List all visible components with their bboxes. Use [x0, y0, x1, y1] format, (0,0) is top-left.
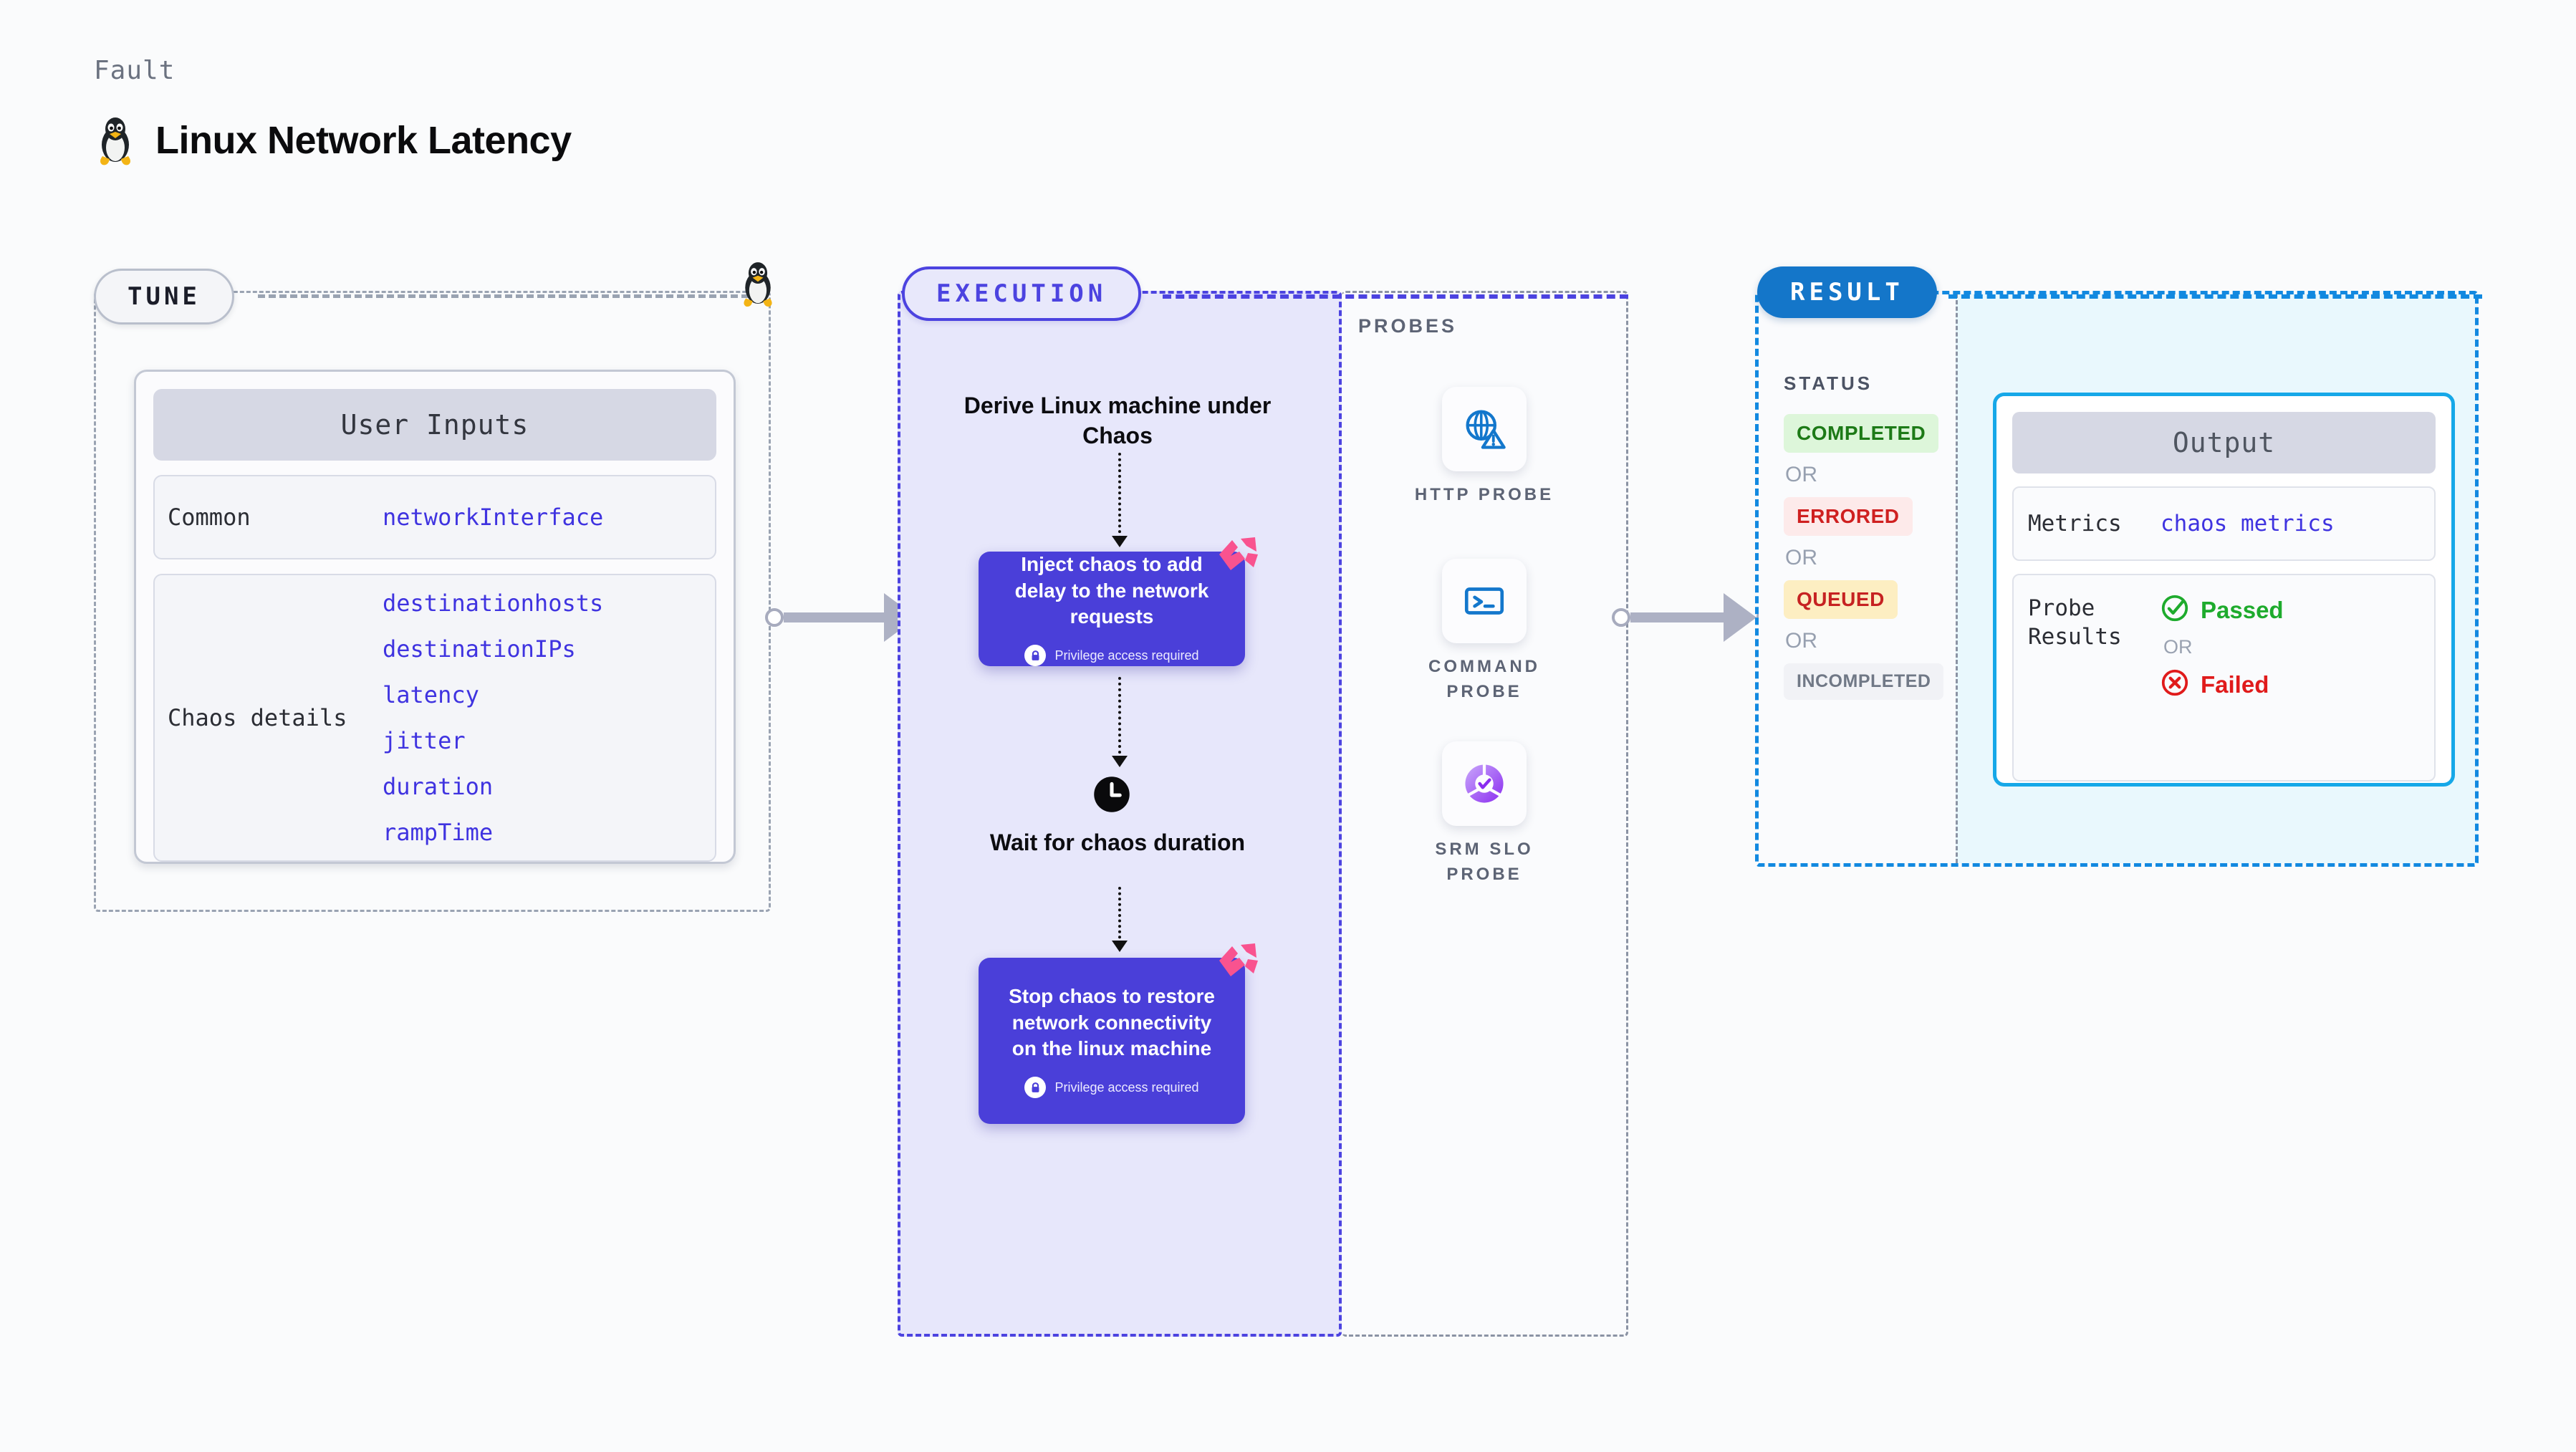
- step-label: Inject chaos to add delay to the network…: [1014, 552, 1209, 628]
- status-or-separator: OR: [1785, 629, 1817, 653]
- passed-text: Passed: [2201, 596, 2284, 623]
- output-row-metrics: Metrics chaos metrics: [2012, 486, 2436, 561]
- probe-result-passed: Passed: [2161, 594, 2284, 626]
- privilege-text: Privilege access required: [1054, 648, 1199, 663]
- probe-label: HTTP PROBE: [1414, 485, 1554, 504]
- connector-bar: [1630, 612, 1724, 622]
- privilege-badge: Privilege access required: [1024, 1077, 1199, 1099]
- probe-label: COMMAND PROBE: [1428, 657, 1540, 701]
- result-status-panel: [1759, 294, 1956, 863]
- tune-section-container: [94, 291, 771, 912]
- privilege-text: Privilege access required: [1054, 1080, 1199, 1095]
- user-inputs-heading: User Inputs: [153, 389, 716, 461]
- linux-penguin-icon: [94, 115, 137, 166]
- output-heading: Output: [2012, 412, 2436, 473]
- slo-donut-check-icon: [1442, 741, 1527, 826]
- status-section-label: STATUS: [1784, 372, 1873, 394]
- probe-label: SRM SLO PROBE: [1435, 840, 1534, 884]
- output-row-probe-results: Probe Results Passed OR: [2012, 574, 2436, 782]
- param-value[interactable]: destinationIPs: [383, 635, 576, 663]
- fault-kicker-label: Fault: [94, 56, 176, 85]
- page-title-row: Linux Network Latency: [94, 115, 572, 166]
- metrics-label: Metrics: [2028, 510, 2122, 537]
- execution-dashed-connector: [1163, 294, 1628, 299]
- flow-line-3: [1118, 887, 1121, 944]
- connector-start-dot: [1612, 608, 1630, 627]
- status-or-separator: OR: [1785, 546, 1817, 569]
- failed-text: Failed: [2201, 670, 2269, 698]
- param-value[interactable]: networkInterface: [383, 504, 604, 531]
- result-pill-label: RESULT: [1757, 266, 1937, 318]
- flow-arrow-2: [1112, 756, 1128, 767]
- clock-icon: [1092, 775, 1131, 814]
- probes-section-label: PROBES: [1358, 315, 1458, 337]
- terminal-icon: [1442, 559, 1527, 643]
- param-label: Common: [168, 504, 251, 531]
- status-badge-queued: QUEUED: [1784, 580, 1898, 619]
- x-circle-icon: [2161, 668, 2189, 701]
- probe-result-failed: Failed: [2161, 668, 2284, 701]
- param-label: Chaos details: [168, 704, 347, 731]
- result-dashed-connector: [1948, 294, 2482, 299]
- flow-arrow-3: [1112, 941, 1128, 952]
- probe-item-http[interactable]: HTTP PROBE: [1413, 387, 1556, 508]
- probe-item-srm-slo[interactable]: SRM SLO PROBE: [1413, 741, 1556, 888]
- tune-pill-label: TUNE: [94, 269, 234, 324]
- param-value[interactable]: rampTime: [383, 819, 494, 846]
- connector-execution-to-result: [1612, 593, 1775, 642]
- param-value[interactable]: jitter: [383, 727, 466, 754]
- result-section-container: [1755, 291, 2479, 867]
- param-row-chaos-details: Chaos details destinationhosts destinati…: [153, 574, 716, 862]
- connector-start-dot: [765, 608, 784, 627]
- check-circle-icon: [2161, 594, 2189, 626]
- connector-bar: [784, 612, 884, 622]
- param-row-common: Common networkInterface: [153, 475, 716, 559]
- step-label: Stop chaos to restore network connectivi…: [1009, 984, 1215, 1060]
- probe-result-or-separator: OR: [2163, 636, 2193, 658]
- privilege-badge: Privilege access required: [1024, 645, 1199, 667]
- output-card: Output Metrics chaos metrics Probe Resul…: [1993, 393, 2455, 787]
- flow-line-1: [1118, 453, 1121, 539]
- execution-step-inject-chaos[interactable]: Inject chaos to add delay to the network…: [979, 537, 1258, 667]
- linux-penguin-icon: [738, 259, 778, 308]
- globe-warning-icon: [1442, 387, 1527, 471]
- connector-arrowhead: [1724, 593, 1756, 642]
- param-value[interactable]: duration: [383, 773, 494, 800]
- status-or-separator: OR: [1785, 463, 1817, 486]
- status-badge-incompleted: INCOMPLETED: [1784, 663, 1944, 700]
- tune-dashed-connector: [258, 294, 759, 298]
- execution-step-stop-chaos[interactable]: Stop chaos to restore network connectivi…: [979, 943, 1258, 1124]
- status-badge-list: COMPLETED OR ERRORED OR QUEUED OR INCOMP…: [1784, 414, 1944, 700]
- probe-results-label: Probe Results: [2028, 595, 2122, 650]
- param-value[interactable]: destinationhosts: [383, 590, 604, 617]
- harness-logo-icon: [1219, 943, 1258, 976]
- status-badge-errored: ERRORED: [1784, 497, 1913, 536]
- flow-line-2: [1118, 677, 1121, 759]
- lock-icon: [1024, 1077, 1047, 1099]
- probe-item-command[interactable]: COMMAND PROBE: [1413, 559, 1556, 705]
- harness-logo-icon: [1219, 537, 1258, 570]
- lock-icon: [1024, 645, 1047, 667]
- flow-arrow-1: [1112, 536, 1128, 547]
- page-title: Linux Network Latency: [155, 119, 572, 162]
- metrics-value[interactable]: chaos metrics: [2161, 511, 2335, 537]
- execution-step-derive: Derive Linux machine under Chaos: [963, 393, 1272, 449]
- status-badge-completed: COMPLETED: [1784, 414, 1939, 453]
- param-value[interactable]: latency: [383, 681, 479, 708]
- user-inputs-card: User Inputs Common networkInterface Chao…: [134, 370, 736, 864]
- execution-step-wait: Wait for chaos duration: [989, 830, 1246, 855]
- execution-pill-label: EXECUTION: [902, 266, 1142, 321]
